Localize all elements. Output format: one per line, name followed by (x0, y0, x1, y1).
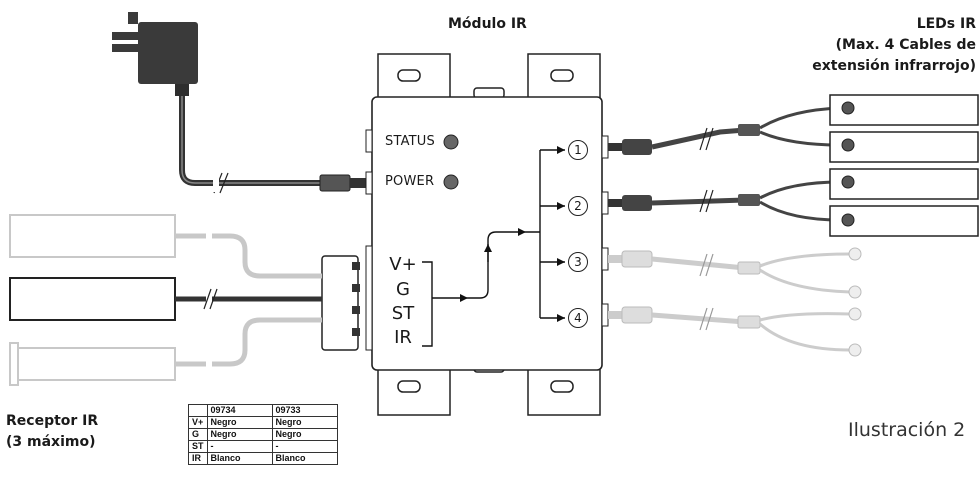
table-header-cell (188, 404, 208, 417)
power-label: POWER (385, 174, 435, 189)
table-cell: Negro (271, 416, 338, 429)
table-header-cell: 09734 (206, 404, 273, 417)
output-1: 1 (568, 140, 588, 160)
receiver-connector (321, 255, 359, 351)
pin-v-plus: V+ (389, 254, 417, 275)
table-cell: Negro (206, 428, 273, 441)
table-cell: IR (188, 452, 208, 465)
led-cable-3 (608, 247, 862, 299)
mounting-tabs (377, 53, 601, 416)
led-cable-2 (608, 180, 841, 222)
pin-ir: IR (394, 327, 412, 348)
status-led (443, 134, 459, 150)
receiver-label-line-1: Receptor IR (6, 413, 99, 429)
pin-st: ST (391, 303, 415, 324)
led-emitters (829, 94, 979, 237)
pin-g: G (396, 279, 410, 300)
table-cell: Negro (206, 416, 273, 429)
leds-label-line-1: LEDs IR (916, 16, 976, 32)
wiring-table: 09734 09733 V+ Negro Negro G Negro Negro… (188, 404, 338, 465)
table-row: G Negro Negro (188, 428, 338, 441)
internal-routing (422, 149, 565, 347)
leds-label-line-3: extensión infrarrojo) (812, 58, 976, 74)
power-adapter (112, 12, 198, 96)
ir-module-body (371, 96, 603, 371)
table-row: IR Blanco Blanco (188, 452, 338, 465)
power-led (443, 174, 459, 190)
output-2: 2 (568, 196, 588, 216)
table-header-row: 09734 09733 (188, 404, 338, 417)
table-cell: Blanco (206, 452, 273, 465)
table-cell: - (206, 440, 273, 453)
table-cell: Negro (271, 428, 338, 441)
illustration-label: Ilustración 2 (848, 419, 966, 441)
table-cell: - (271, 440, 338, 453)
receiver-label-line-2: (3 máximo) (6, 434, 96, 450)
table-cell: ST (188, 440, 208, 453)
table-cell: G (188, 428, 208, 441)
led-cable-4 (608, 306, 862, 357)
receiver-bottom-gray (9, 317, 322, 386)
module-title: Módulo IR (448, 16, 527, 32)
status-label: STATUS (385, 134, 435, 149)
output-4: 4 (568, 308, 588, 328)
power-cable (179, 96, 322, 186)
leds-label-line-2: (Max. 4 Cables de (835, 37, 976, 53)
receiver-top-gray (9, 214, 322, 279)
table-cell: Blanco (271, 452, 338, 465)
receiver-label: Receptor IR (3 máximo) (6, 411, 98, 453)
table-header-cell: 09733 (271, 404, 338, 417)
table-row: ST - - (188, 440, 338, 453)
receiver-middle-black (9, 277, 322, 321)
led-cable-1 (608, 106, 841, 155)
output-3: 3 (568, 252, 588, 272)
leds-label: LEDs IR (Max. 4 Cables de extensión infr… (812, 14, 976, 77)
table-cell: V+ (188, 416, 208, 429)
table-row: V+ Negro Negro (188, 416, 338, 429)
